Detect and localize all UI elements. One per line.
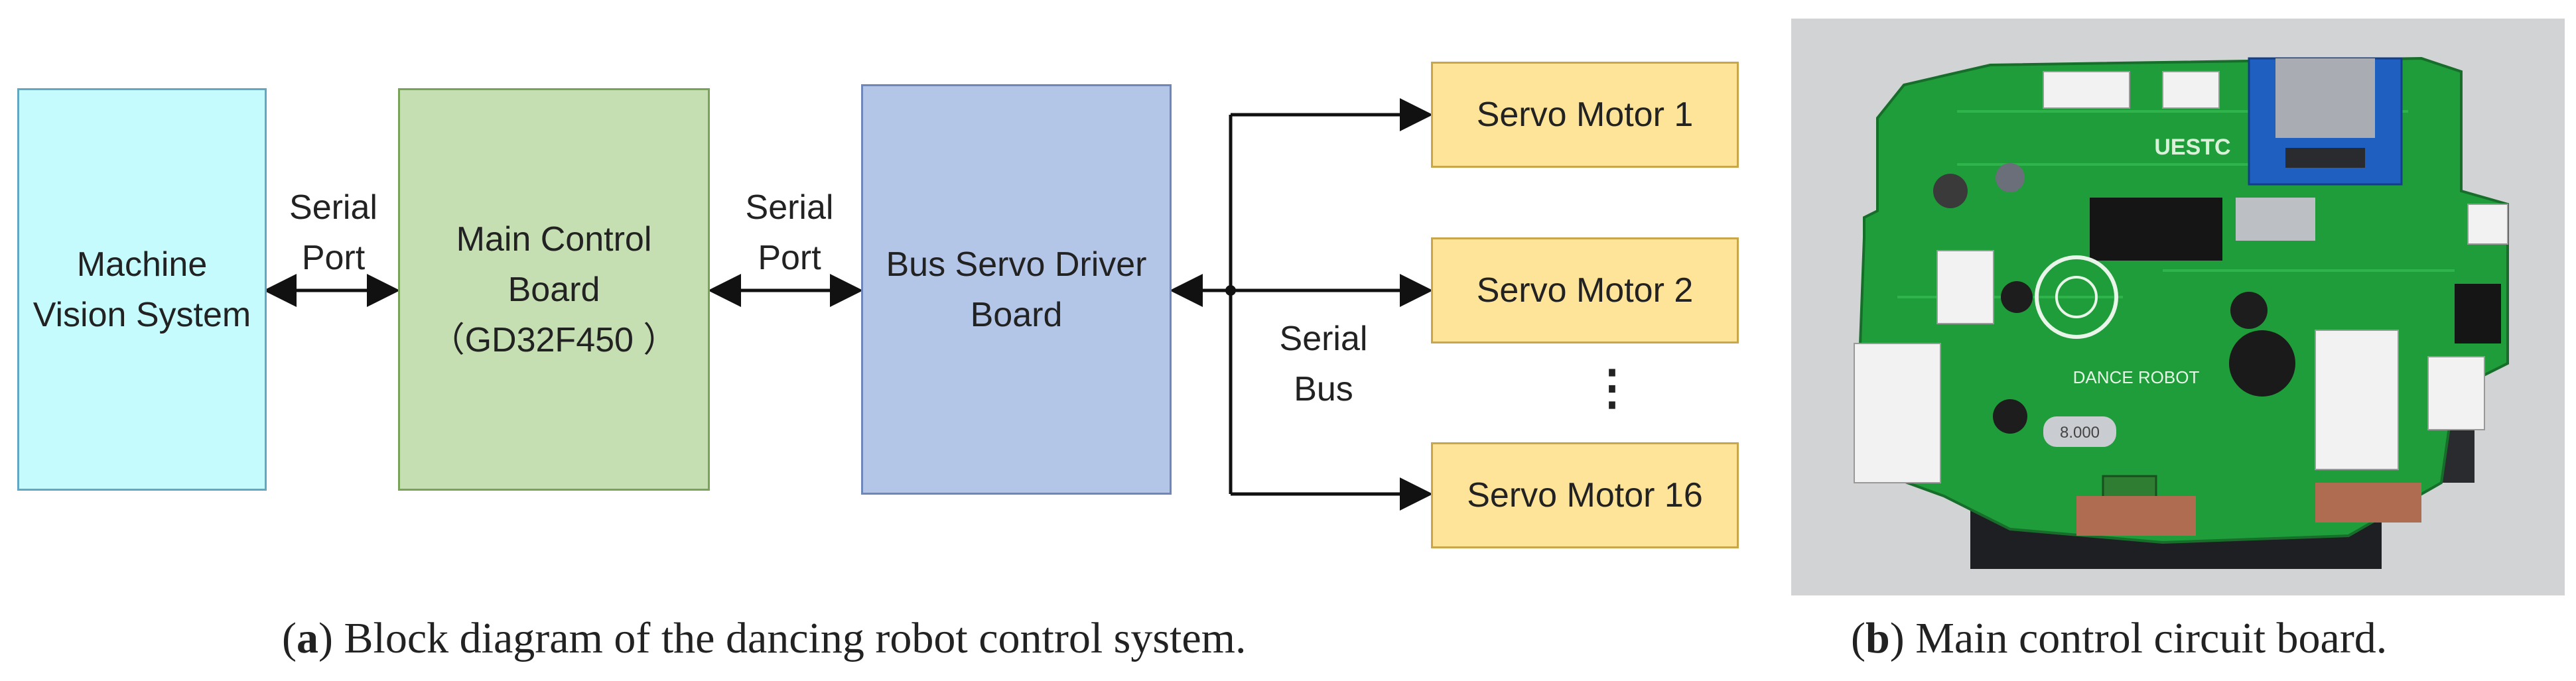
serial-port-label-2: Serial Port xyxy=(745,188,834,277)
servo-motor-2-label: Servo Motor 2 xyxy=(1476,271,1694,310)
main-control-line-1: Main Control xyxy=(456,219,652,259)
svg-text:DANCE ROBOT: DANCE ROBOT xyxy=(2073,367,2200,387)
servo-motor-1-box: Servo Motor 1 xyxy=(1431,62,1739,168)
serial-port-label-1: Serial Port xyxy=(289,188,377,277)
bus-servo-driver-line-2: Board xyxy=(970,295,1063,334)
svg-text:8.000: 8.000 xyxy=(2060,424,2100,442)
circuit-board-photo: 8.000 UESTC DANCE ROBOT xyxy=(1791,19,2565,595)
servo-motor-16-label: Servo Motor 16 xyxy=(1467,476,1703,515)
servo-motor-2-box: Servo Motor 2 xyxy=(1431,237,1739,343)
bus-servo-driver-line-1: Bus Servo Driver xyxy=(886,245,1147,284)
caption-b: (b) Main control circuit board. xyxy=(1851,614,2388,662)
servo-motor-1-label: Servo Motor 1 xyxy=(1476,95,1694,134)
serial-bus-label: Serial Bus xyxy=(1279,320,1368,408)
machine-vision-line-2: Vision System xyxy=(33,295,251,334)
bus-servo-driver-box: Bus Servo Driver Board xyxy=(861,84,1172,495)
main-control-box: Main Control Board （GD32F450 ） xyxy=(398,88,710,491)
servo-ellipsis: ⋮ xyxy=(1588,361,1636,414)
servo-motor-16-box: Servo Motor 16 xyxy=(1431,442,1739,548)
svg-text:UESTC: UESTC xyxy=(2154,135,2230,160)
machine-vision-box: Machine Vision System xyxy=(17,88,267,491)
main-control-line-3: （GD32F450 ） xyxy=(430,320,678,359)
main-control-line-2: Board xyxy=(508,270,600,309)
caption-a: (a) Block diagram of the dancing robot c… xyxy=(282,614,1247,662)
machine-vision-line-1: Machine xyxy=(76,245,208,284)
